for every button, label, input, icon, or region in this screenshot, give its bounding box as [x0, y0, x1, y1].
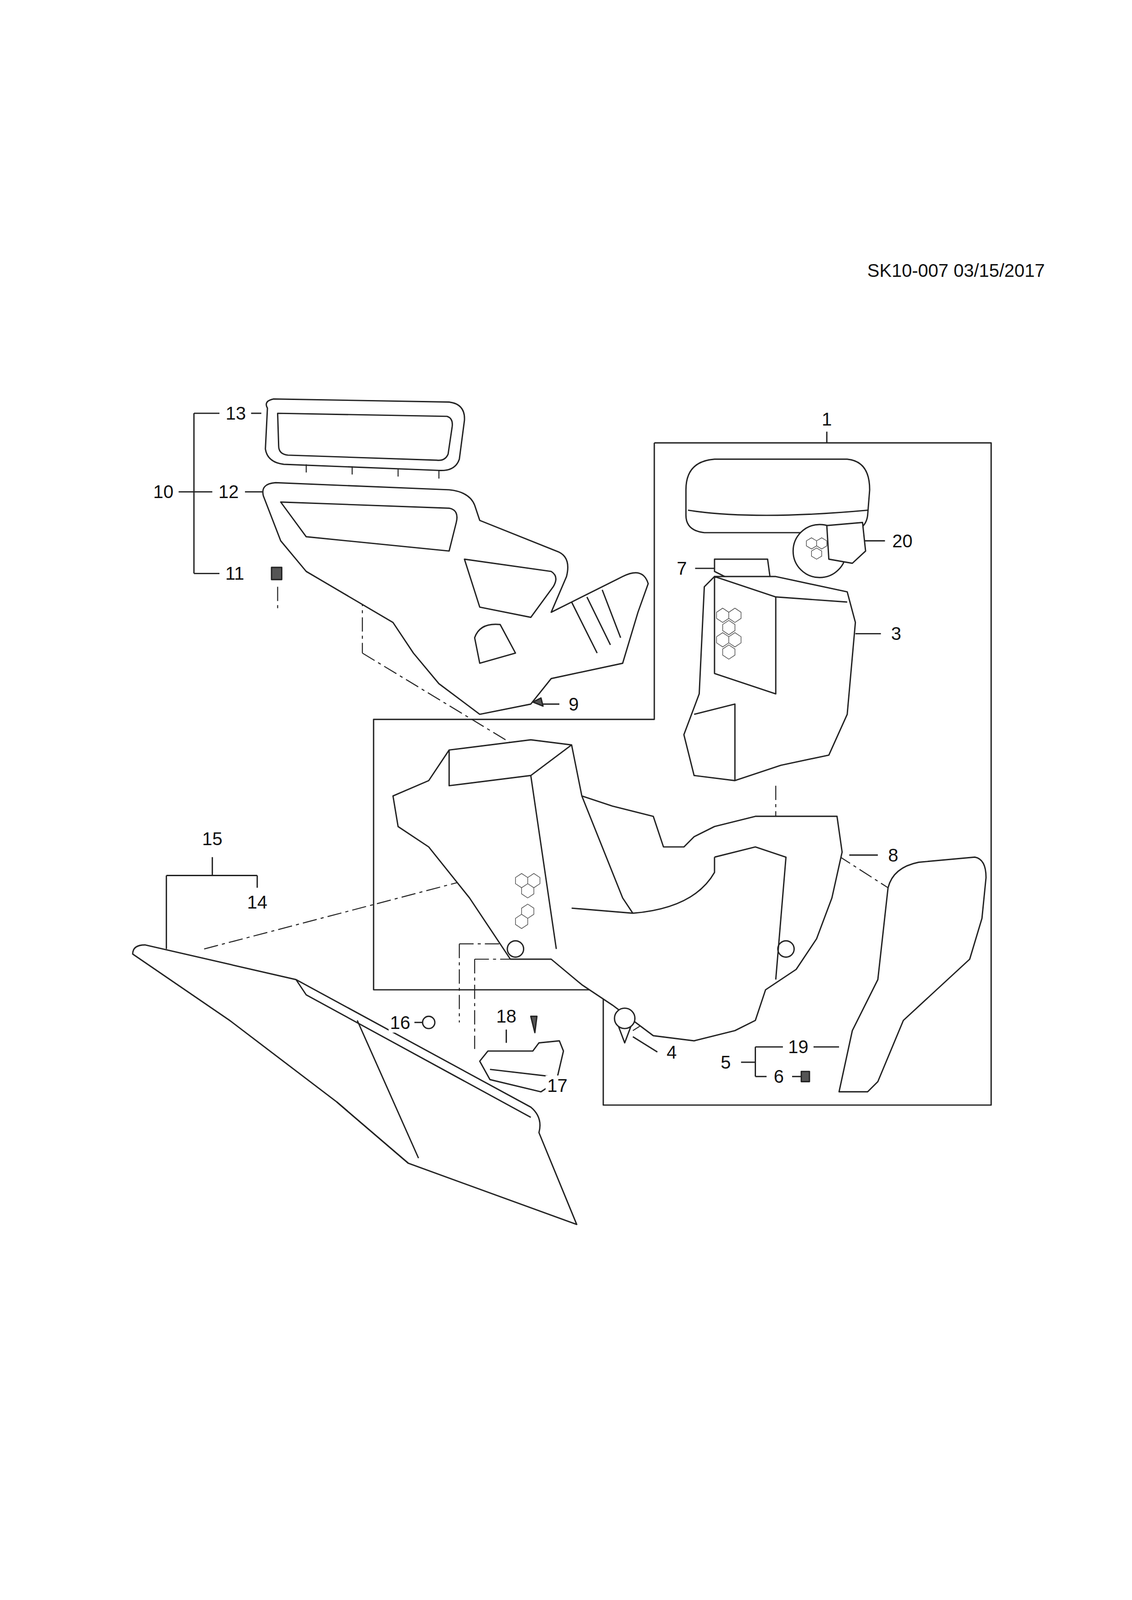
callout-number: 19: [786, 1037, 810, 1058]
callout-number: 12: [217, 481, 241, 502]
callout-number: 18: [494, 1006, 518, 1027]
callout-number: 9: [567, 694, 580, 715]
callout-number: 17: [545, 1075, 569, 1096]
callout-number: 3: [889, 623, 903, 644]
callout-number: 4: [665, 1042, 679, 1063]
callout-number: 20: [890, 531, 914, 552]
callout-number: 16: [388, 1012, 413, 1033]
callout-number: 13: [224, 403, 248, 424]
callout-number: 6: [772, 1066, 786, 1087]
callout-number: 1: [820, 409, 834, 430]
callout-number: 8: [886, 845, 900, 866]
callout-number: 10: [151, 481, 176, 502]
callout-number: 14: [245, 892, 270, 913]
callout-number: 11: [224, 563, 246, 584]
callout-number: 15: [200, 829, 225, 850]
callout-number: 5: [719, 1052, 732, 1073]
drawing-code: SK10-007 03/15/2017: [865, 260, 1047, 281]
callout-number: 7: [675, 558, 689, 579]
